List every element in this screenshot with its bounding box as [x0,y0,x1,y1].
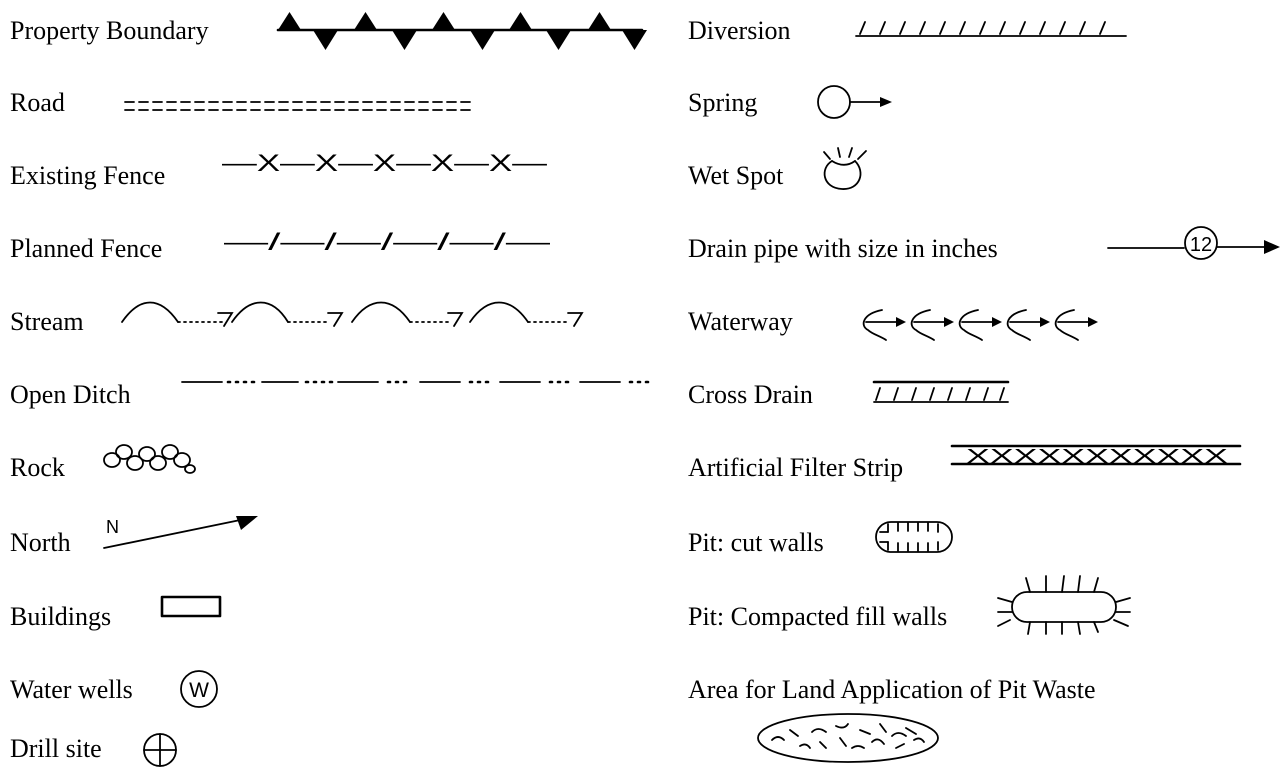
waterway-icon [862,309,1098,341]
filter-strip-marks: XXXXXXXXXXX [966,446,1228,468]
pit-fill-walls-icon [997,575,1131,635]
filter-strip-icon: XXXXXXXXXXX [950,444,1242,468]
drill-site-icon [143,733,177,767]
legend-label-drain-pipe: Drain pipe with size in inches [688,234,998,263]
property-boundary-icon [276,12,647,50]
legend-label-diversion: Diversion [688,16,791,45]
stream-icon [121,301,584,327]
land-application-area-icon [757,713,939,763]
cross-drain-icon [872,380,1010,403]
drain-pipe-icon: 12 [1107,226,1280,260]
legend-label-stream: Stream [10,307,84,336]
spring-icon [817,85,892,119]
wet-spot-icon [823,147,867,190]
legend-label-existing-fence: Existing Fence [10,161,166,190]
legend-label-filter-strip: Artificial Filter Strip [688,453,904,482]
rock-icon [103,444,196,474]
legend-label-wet-spot: Wet Spot [688,161,784,190]
legend-label-drill-site: Drill site [10,734,102,763]
legend-label-pit-cut-walls: Pit: cut walls [688,528,824,557]
pit-cut-walls-icon [875,521,953,553]
legend-label-road: Road [10,88,65,117]
north-arrow-icon: N [103,516,258,549]
legend-label-north: North [10,528,71,557]
legend-label-spring: Spring [688,88,758,117]
legend-label-pit-fill-walls: Pit: Compacted fill walls [688,602,948,631]
legend-label-property-boundary: Property Boundary [10,16,209,45]
north-letter: N [106,517,119,537]
legend-label-planned-fence: Planned Fence [10,234,163,263]
planned-fence-icon: —/—/—/—/—/— [224,229,550,256]
legend-label-cross-drain: Cross Drain [688,380,813,409]
legend-label-land-application: Area for Land Application of Pit Waste [688,675,1096,704]
legend-label-rock: Rock [10,453,65,482]
legend-label-waterway: Waterway [688,307,793,336]
diversion-icon [855,21,1127,37]
building-icon [160,595,222,618]
road-icon [124,101,471,111]
legend-label-buildings: Buildings [10,602,112,631]
legend-label-open-ditch: Open Ditch [10,380,131,409]
existing-fence-icon: —X—X—X—X—X— [222,150,547,177]
legend-label-water-wells: Water wells [10,675,133,704]
drain-pipe-size: 12 [1190,234,1212,256]
water-well-letter: W [189,679,209,702]
water-well-icon: W [180,670,218,708]
